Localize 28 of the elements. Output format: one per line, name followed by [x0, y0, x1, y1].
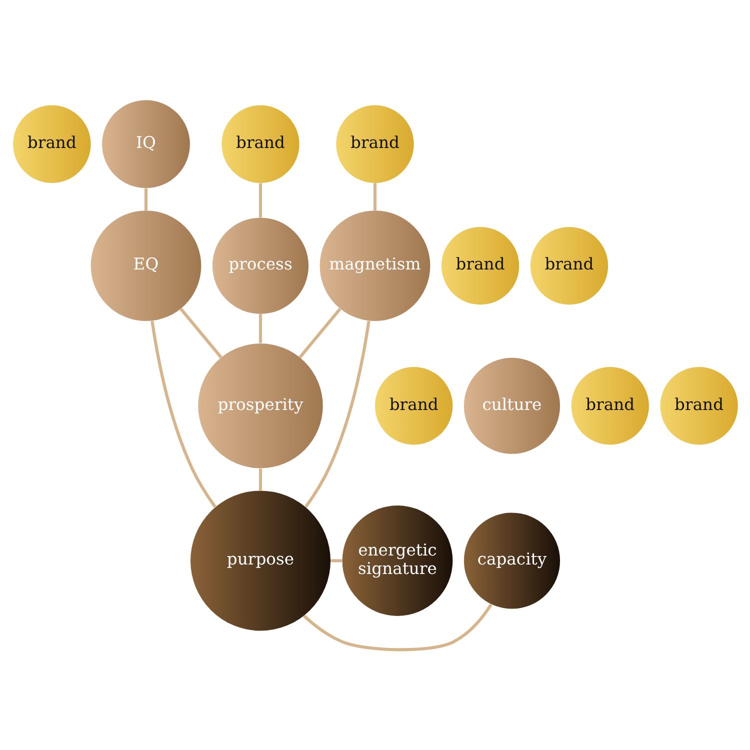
node-circle: brand — [221, 105, 299, 183]
node-circle: process — [212, 218, 308, 314]
connector — [372, 183, 376, 211]
connector — [302, 604, 492, 652]
node-circle: energetic signature — [342, 506, 452, 616]
connector — [258, 183, 262, 218]
node-circle: brand — [530, 226, 608, 305]
node-circle: brand — [660, 367, 738, 445]
connector — [330, 559, 342, 562]
connector — [150, 320, 216, 508]
node-circle: brand — [336, 105, 414, 183]
connector — [304, 320, 370, 508]
node-circle: IQ — [102, 100, 190, 188]
connector — [258, 468, 262, 490]
node-circle: brand — [12, 105, 90, 183]
connector — [298, 308, 341, 358]
node-circle: EQ — [90, 210, 201, 321]
node-circle: purpose — [190, 490, 330, 631]
connector — [258, 314, 262, 344]
node-circle: brand — [374, 367, 452, 445]
node-circle: prosperity — [198, 344, 322, 468]
node-circle: brand — [570, 367, 648, 445]
node-circle: magnetism — [319, 210, 430, 321]
connector — [144, 188, 148, 211]
connector — [179, 308, 222, 358]
node-circle: capacity — [463, 512, 560, 609]
node-circle: culture — [463, 358, 560, 454]
node-circle: brand — [440, 226, 519, 305]
